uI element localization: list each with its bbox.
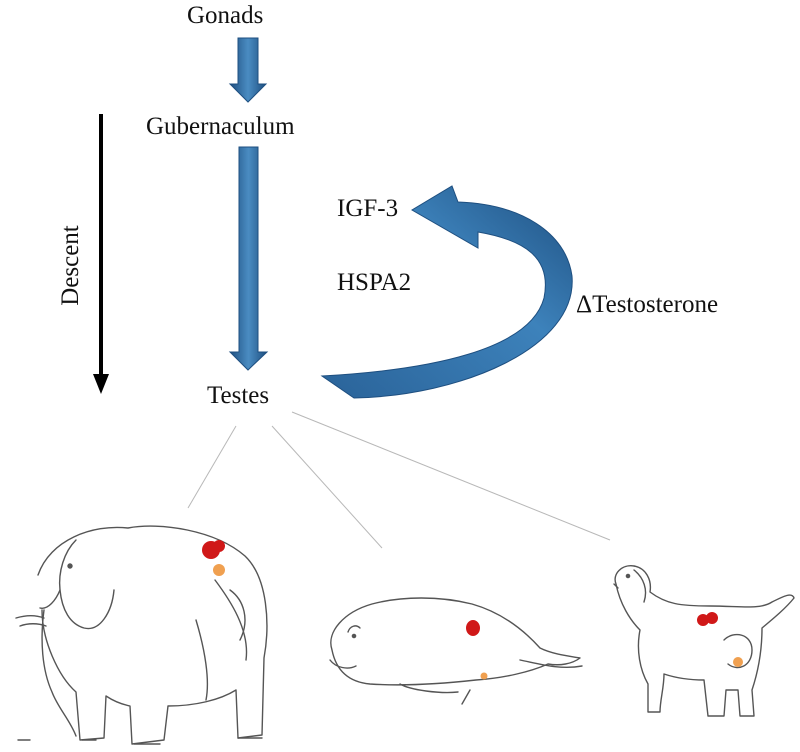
descent-arrow [93, 114, 109, 394]
dog-testis-red [697, 614, 709, 626]
elephant-illustration [15, 525, 268, 745]
igf3-label: IGF-3 [337, 195, 399, 222]
gonads-label: Gonads [187, 2, 264, 29]
gubernaculum-to-testes-arrow [228, 146, 269, 371]
gubernaculum-label: Gubernaculum [146, 113, 295, 140]
dog-illustration [613, 565, 795, 717]
gonads-to-gubernaculum-arrow [228, 37, 268, 103]
seal-illustration [329, 597, 583, 705]
descent-label: Descent [56, 225, 84, 306]
testes-label: Testes [207, 382, 270, 409]
connector-lines [187, 411, 611, 549]
elephant-organ-orange [213, 564, 225, 576]
dog-testis-red-lobe [706, 612, 718, 624]
dog-organ-orange [733, 657, 743, 667]
seal-organ-orange [480, 672, 488, 680]
feedback-curved-arrow [320, 185, 573, 399]
hspa2-label: HSPA2 [337, 269, 412, 296]
testosterone-label: ΔTestosterone [576, 291, 719, 318]
elephant-testis-red-lobe [213, 540, 225, 552]
seal-testis-red [466, 620, 480, 636]
